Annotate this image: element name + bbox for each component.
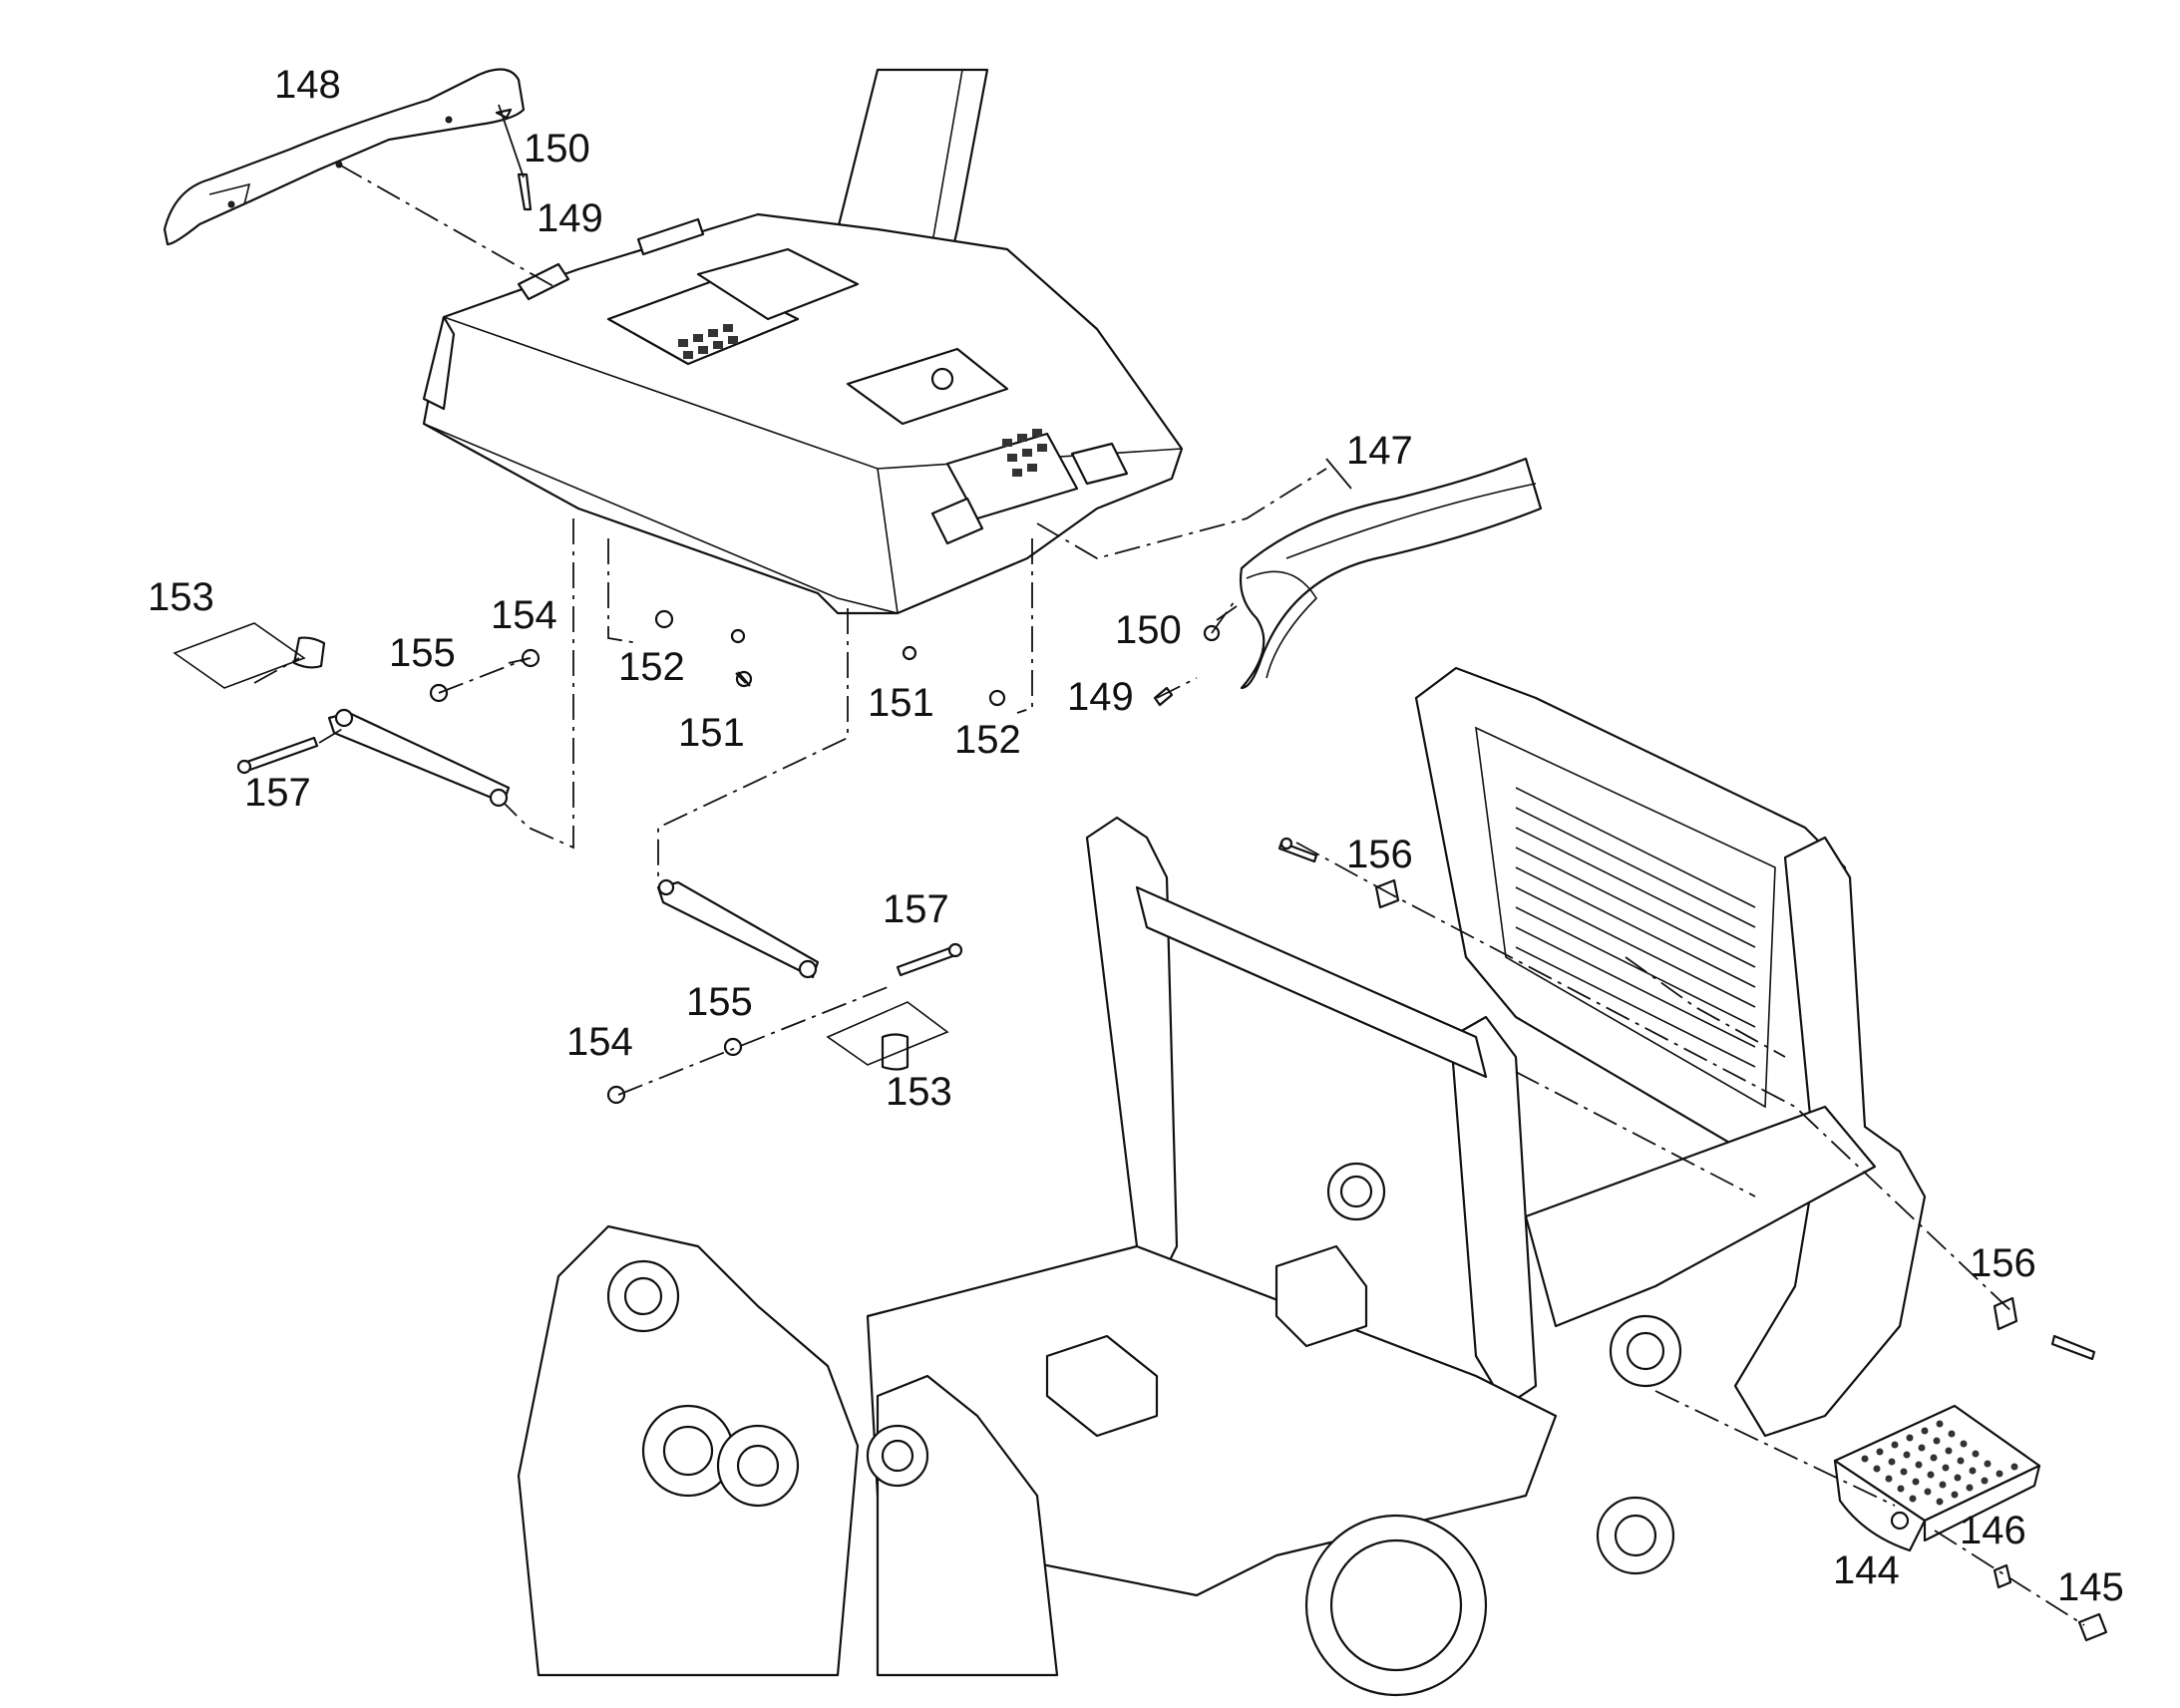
callout-155: 155 <box>686 980 753 1024</box>
callout-155: 155 <box>389 631 456 675</box>
center-linkage-assembly <box>606 878 963 1105</box>
leader-lines <box>253 164 2085 1626</box>
left-linkage-assembly <box>173 622 753 808</box>
part-147-curved-cover <box>1239 457 1543 690</box>
right-fasteners <box>1277 837 2108 1642</box>
part-144-step-plate <box>1833 1404 2041 1552</box>
callout-151: 151 <box>678 711 745 755</box>
callout-150: 150 <box>1115 608 1182 652</box>
top-cover-panel <box>422 68 1184 615</box>
callout-157: 157 <box>883 887 949 931</box>
callout-153: 153 <box>886 1070 952 1114</box>
part-148-top-trim <box>163 68 526 246</box>
loader-chassis-frame <box>517 666 1927 1697</box>
callout-151: 151 <box>868 681 934 725</box>
callout-144: 144 <box>1833 1548 1900 1592</box>
callout-152: 152 <box>618 645 685 689</box>
callout-145: 145 <box>2057 1565 2124 1609</box>
fastener-hardware <box>495 108 1221 707</box>
callout-154: 154 <box>491 593 557 637</box>
callout-153: 153 <box>148 575 214 619</box>
callout-152: 152 <box>954 718 1021 762</box>
callout-156: 156 <box>1346 833 1413 876</box>
callout-147: 147 <box>1346 429 1413 473</box>
callout-156: 156 <box>1970 1241 2036 1285</box>
callout-154: 154 <box>566 1020 633 1064</box>
callout-150: 150 <box>524 127 590 171</box>
callout-146: 146 <box>1960 1509 2026 1552</box>
callout-148: 148 <box>274 63 341 107</box>
callout-149: 149 <box>537 196 603 240</box>
callout-149: 149 <box>1067 675 1134 719</box>
callout-labels: 148 150 149 147 150 149 153 154 155 157 … <box>148 63 2124 1609</box>
callout-157: 157 <box>244 771 311 815</box>
bracket-lines <box>498 104 1352 621</box>
